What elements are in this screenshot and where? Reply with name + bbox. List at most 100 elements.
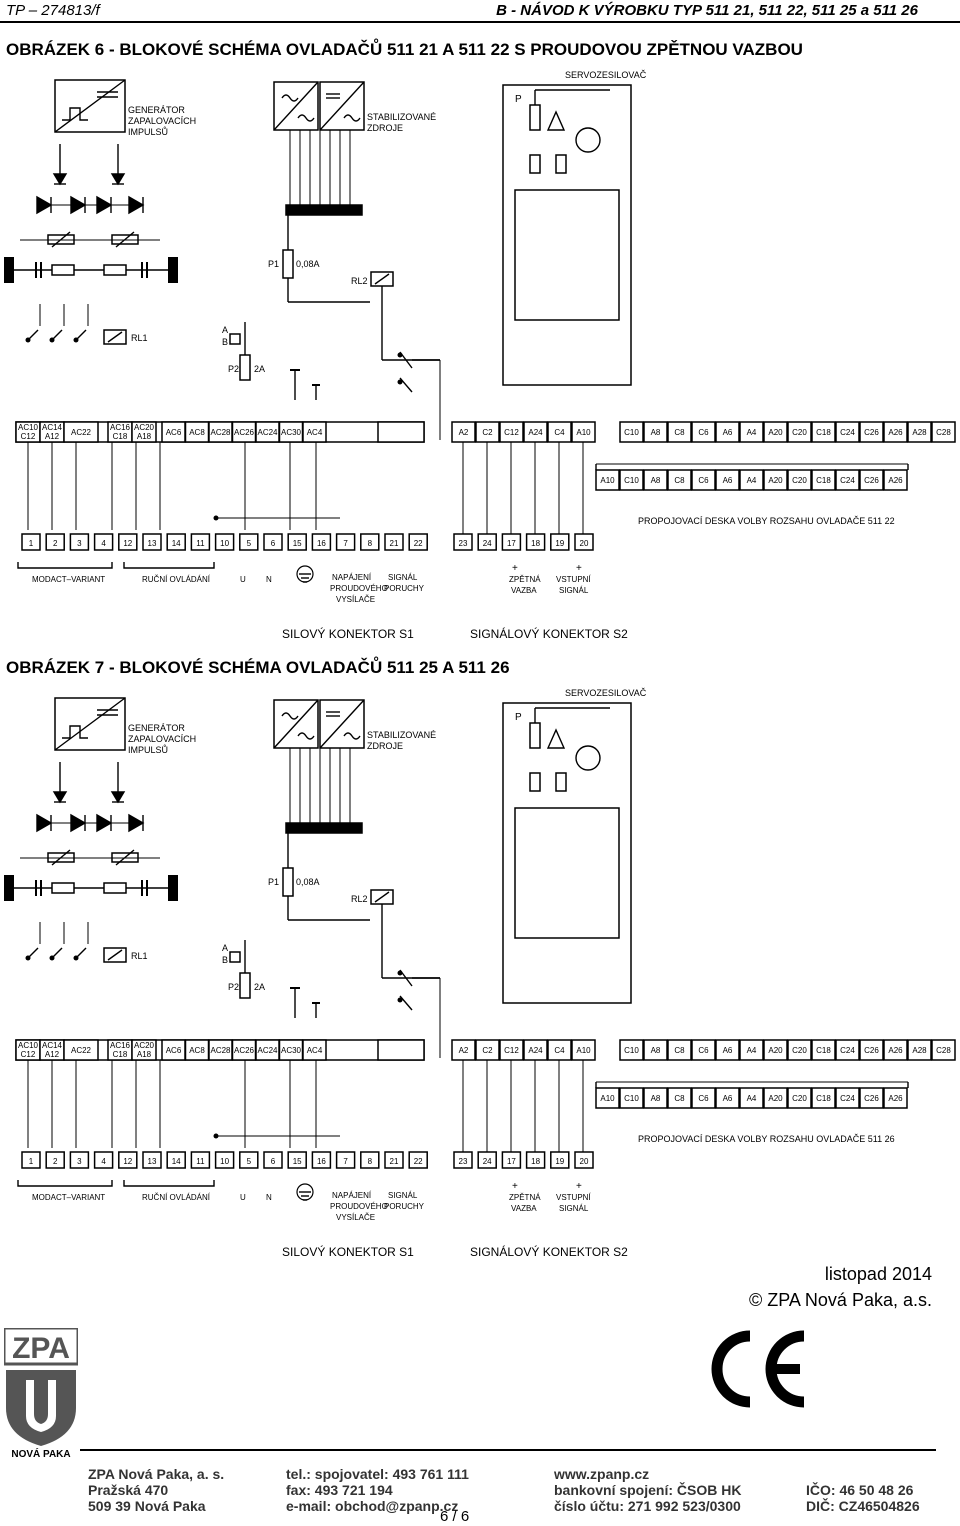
connector-cell	[302, 421, 327, 443]
connector-cell	[931, 421, 956, 443]
terminal-label: 17	[507, 539, 516, 548]
fault-label: PORUCHY	[384, 1202, 425, 1211]
supply-label: NAPÁJENÍ	[332, 1191, 372, 1200]
b-label: B	[222, 337, 228, 347]
servo-resistor-2	[529, 772, 541, 792]
n-label: N	[266, 575, 272, 584]
terminal-label: 16	[317, 1157, 326, 1166]
terminal-label: 6	[271, 539, 276, 548]
connector-s2-label: SIGNÁLOVÝ KONEKTOR S2	[470, 1244, 628, 1259]
connector-label: C18	[113, 1050, 128, 1059]
terminal	[501, 1151, 522, 1169]
connector-label: A26	[888, 1046, 903, 1055]
connector-label: AC8	[189, 428, 205, 437]
a-label: A	[222, 325, 228, 335]
terminal-label: 23	[459, 1157, 468, 1166]
a-label: A	[222, 943, 228, 953]
connector-label: A12	[45, 1050, 60, 1059]
terminal	[477, 533, 497, 551]
connector-cell	[883, 421, 908, 443]
input-label: SIGNÁL	[559, 586, 589, 595]
connector-cell	[763, 469, 788, 491]
generator-label-1: GENERÁTOR	[128, 723, 185, 733]
connector-label: C24	[840, 1094, 855, 1103]
connector-label: C8	[674, 476, 685, 485]
connector-label: A2	[459, 428, 469, 437]
zpa-logo: ZPA NOVÁ PAKA	[4, 1328, 78, 1458]
connector-cell	[643, 1039, 668, 1061]
terminal-label: 11	[196, 1157, 205, 1166]
input-label: VSTUPNÍ	[556, 575, 591, 584]
modact-label: MODACT–VARIANT	[32, 1193, 105, 1202]
diode-1	[52, 173, 68, 186]
p1-value: 0,08A	[296, 877, 320, 887]
fuse-p2	[239, 972, 251, 999]
copyright: © ZPA Nová Paka, a.s.	[748, 1290, 932, 1310]
connector-label: C8	[674, 428, 685, 437]
terminal-label: 17	[507, 1157, 516, 1166]
connector-cell	[691, 421, 716, 443]
connector-label: AC8	[189, 1046, 205, 1055]
terminal-block-right	[168, 257, 178, 283]
connector-cell	[787, 1087, 812, 1109]
connector-cell	[787, 469, 812, 491]
connector-label: C18	[113, 432, 128, 441]
manual-label: RUČNÍ OVLÁDÁNÍ	[142, 1193, 211, 1202]
connector-cell	[643, 1087, 668, 1109]
terminal	[287, 1151, 307, 1169]
diode-2	[110, 173, 126, 186]
connector-label: AC6	[166, 1046, 182, 1055]
generator-label-2: ZAPALOVACÍCH	[128, 734, 196, 744]
servo-transistor	[575, 745, 601, 771]
feedback-label: ZPĚTNÁ	[509, 1193, 541, 1202]
connector-cell	[811, 1039, 836, 1061]
connector-cell	[835, 1087, 860, 1109]
servo-inner-block	[514, 807, 620, 939]
connector-label: C10	[624, 428, 639, 437]
terminal-label: 19	[555, 539, 564, 548]
terminal-label: 5	[247, 1157, 252, 1166]
connector-label: C18	[816, 428, 831, 437]
connector-cell	[883, 469, 908, 491]
connector-label: C26	[864, 428, 879, 437]
connector-label: AC14	[42, 1041, 63, 1050]
connector-cell	[619, 1039, 644, 1061]
terminal-label: 18	[531, 1157, 540, 1166]
servo-resistor-2	[529, 154, 541, 174]
series-resistor-2	[103, 264, 127, 276]
terminal	[45, 533, 65, 551]
connector-cell	[763, 1087, 788, 1109]
terminal-label: 8	[368, 1157, 373, 1166]
connector-cell	[739, 469, 764, 491]
connector-label: AC10	[18, 423, 39, 432]
connector-label: AC6	[166, 428, 182, 437]
connector-label: C12	[504, 428, 519, 437]
connector-label: A20	[768, 428, 783, 437]
connector-label: A6	[723, 476, 733, 485]
terminal-label: 8	[368, 539, 373, 548]
connector-cell	[667, 1087, 692, 1109]
terminal-label: 23	[459, 539, 468, 548]
connector-label: A6	[723, 1094, 733, 1103]
bracket-manual	[123, 562, 215, 569]
terminal-block-left	[4, 257, 14, 283]
connector-label: A20	[768, 476, 783, 485]
connector-cell	[883, 1039, 908, 1061]
connector-label: A26	[888, 1094, 903, 1103]
supply-label-2: ZDROJE	[367, 123, 403, 133]
connector-cell	[715, 1087, 740, 1109]
servo-diode	[546, 728, 566, 749]
terminal-label: 20	[580, 539, 589, 548]
connector-cell	[667, 421, 692, 443]
connector-label: A8	[651, 476, 661, 485]
connector-label: C28	[936, 1046, 951, 1055]
plus-sign: +	[512, 1181, 518, 1192]
connector-cell	[715, 469, 740, 491]
p2-value: 2A	[254, 364, 265, 374]
connector-label: A10	[576, 1046, 591, 1055]
connector-label: A28	[912, 428, 927, 437]
connector-cell	[691, 1039, 716, 1061]
connector-label: C20	[792, 428, 807, 437]
junction	[213, 1133, 219, 1139]
connector-cell	[63, 1039, 99, 1061]
